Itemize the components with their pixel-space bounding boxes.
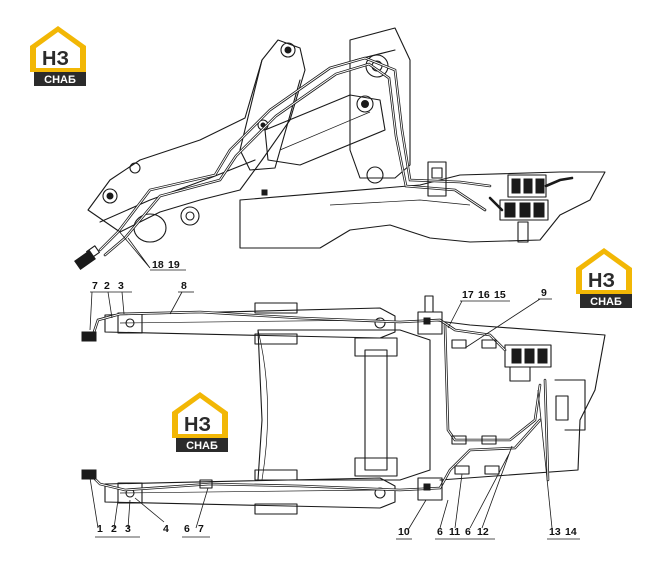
- callout-label: 17: [462, 289, 474, 301]
- callout-label: 8: [181, 280, 187, 292]
- callout-label: 6: [465, 526, 471, 538]
- callout-label: 2: [111, 523, 117, 535]
- side-view: 18 19: [74, 27, 606, 271]
- control-valve-block: [504, 344, 552, 382]
- callout-label: 11: [449, 526, 460, 538]
- pivot-pin: [366, 166, 384, 184]
- cross-shaft: [364, 349, 388, 471]
- logo-mark: НЗ: [588, 270, 615, 292]
- pivot-pin: [180, 206, 200, 226]
- mount-bracket: [427, 161, 447, 197]
- callout-label: 16: [478, 289, 490, 301]
- callout-label: 19: [168, 259, 180, 271]
- tee-fitting: [417, 477, 443, 501]
- callout-label: 18: [152, 259, 164, 271]
- callout-label: 6: [437, 526, 443, 538]
- callout-label: 15: [494, 289, 506, 301]
- callout-label: 13: [549, 526, 561, 538]
- upper-boom: [104, 307, 396, 339]
- callout-label: 10: [398, 526, 410, 538]
- hose-connector: [81, 331, 97, 342]
- callout-label: 2: [104, 280, 110, 292]
- pivot-pin: [129, 162, 141, 174]
- callout-label: 1: [97, 523, 103, 535]
- callout-label: 14: [565, 526, 577, 538]
- callout-label: 3: [118, 280, 124, 292]
- logo-caption: СНАБ: [186, 440, 218, 452]
- callout-label: 12: [477, 526, 489, 538]
- pivot-pin: [356, 95, 374, 113]
- control-valve-block: [488, 174, 574, 243]
- hydraulic-hose: [443, 323, 542, 442]
- pivot-pin: [280, 42, 296, 58]
- chassis-frame: [239, 171, 606, 249]
- callout-label: 7: [92, 280, 98, 292]
- hose-connector: [74, 245, 100, 270]
- link-plate: [264, 94, 386, 166]
- lower-boom: [104, 477, 396, 509]
- logo-mark: НЗ: [184, 414, 211, 436]
- callout-label: 6: [184, 523, 190, 535]
- logo-caption: СНАБ: [44, 74, 76, 86]
- callout-label: 7: [198, 523, 204, 535]
- body-housing: [257, 329, 431, 481]
- callout-label: 9: [541, 287, 547, 299]
- logo-mark: НЗ: [42, 48, 69, 70]
- brand-logo: НЗ СНАБ: [30, 26, 86, 86]
- callout-label: 3: [125, 523, 131, 535]
- boom-arm: [87, 39, 306, 233]
- logo-caption: СНАБ: [590, 296, 622, 308]
- callout-label: 4: [163, 523, 169, 535]
- brand-logo: НЗ СНАБ: [172, 392, 228, 452]
- brand-logo: НЗ СНАБ: [576, 248, 632, 308]
- pivot-pin: [102, 188, 118, 204]
- right-frame: [429, 319, 606, 481]
- hose-connector: [81, 469, 97, 480]
- top-view: 7 2 3 8 17 16 15 9 1 2 3 4 6 7 10 6 11 6: [81, 280, 606, 540]
